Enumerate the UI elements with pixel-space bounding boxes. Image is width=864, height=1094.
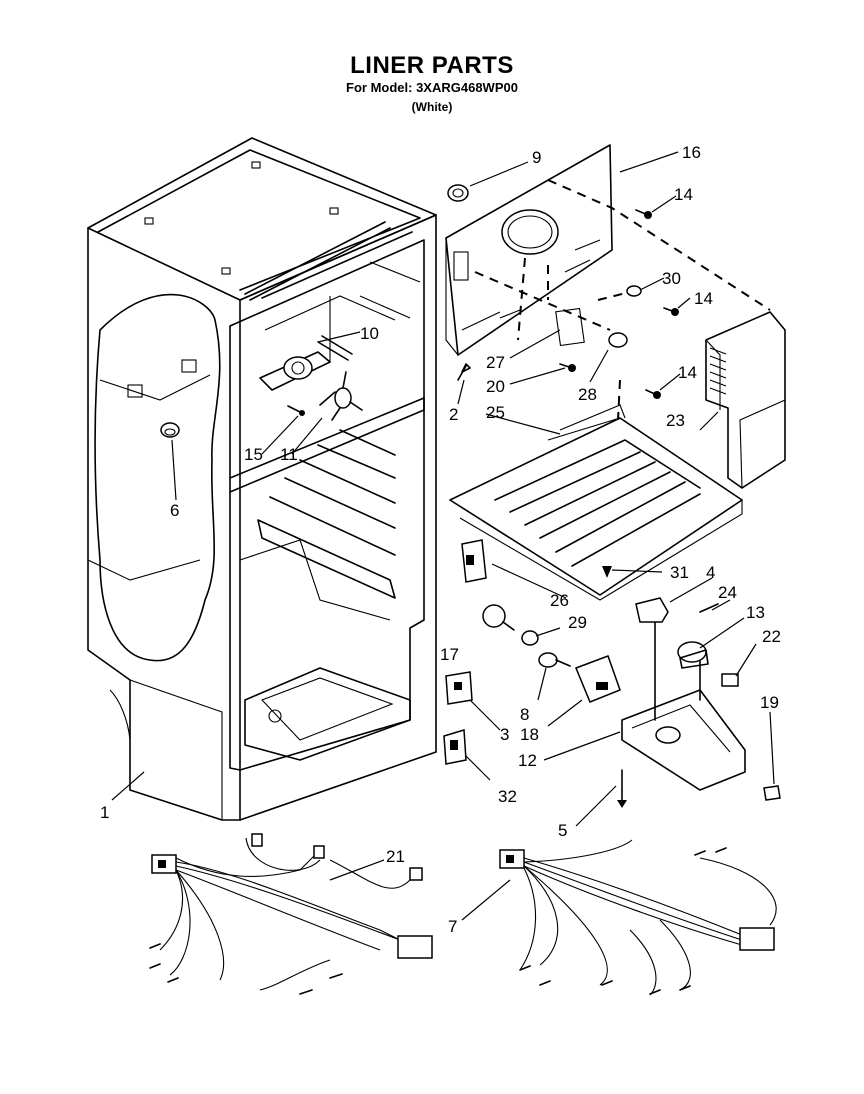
callout-24: 24 [718,583,737,602]
part-terminal-22 [721,673,739,687]
part-relay-3 [445,671,473,705]
part-thermostat-13 [677,641,709,669]
evaporator-shelf [449,404,743,601]
part-screw-5 [617,769,627,808]
part-screw-31 [602,566,612,578]
callout-25: 25 [486,403,505,422]
leader-lines [111,151,775,921]
liner-cabinet [87,137,437,821]
callout-18: 18 [520,725,539,744]
callout-22: 22 [762,627,781,646]
callout-1: 1 [100,803,109,822]
callout-20: 20 [486,377,505,396]
wire-harness-7 [499,839,777,996]
callout-10: 10 [360,324,379,343]
duct-cover [705,311,786,489]
part-grommet-9 [447,184,469,202]
vent-grille [709,347,727,395]
callout-32: 32 [498,787,517,806]
callout-14-b: 14 [694,289,713,308]
air-duct-panel [445,144,771,421]
callout-5: 5 [558,821,567,840]
fan-motor-assembly [259,335,363,421]
callout-7: 7 [448,917,457,936]
callout-14-a: 14 [674,185,693,204]
callout-14-c: 14 [678,363,697,382]
part-clip-24 [699,603,719,613]
diagram-title: LINER PARTS [350,52,514,79]
part-light-shield-18 [575,655,621,703]
callout-4: 4 [706,563,715,582]
part-damper-4 [635,597,669,623]
callout-28: 28 [578,385,597,404]
callout-27: 27 [486,353,505,372]
callout-17: 17 [440,645,459,664]
part-socket-8 [538,652,571,668]
callout-23: 23 [666,411,685,430]
callout-16: 16 [682,143,701,162]
callout-29: 29 [568,613,587,632]
part-knob-28 [608,332,628,348]
callout-12: 12 [518,751,537,770]
part-clip-19 [763,785,781,801]
part-plug-6 [160,422,180,438]
wire-harness-21 [149,833,433,995]
callout-8: 8 [520,705,529,724]
callout-21: 21 [386,847,405,866]
part-bulb-17 [482,604,515,631]
callout-30: 30 [662,269,681,288]
color-variant: (White) [411,100,453,114]
part-overload-32 [443,729,467,765]
callout-3: 3 [500,725,509,744]
part-socket-29 [521,630,539,646]
callout-15: 15 [244,445,263,464]
callout-26: 26 [550,591,569,610]
callout-19: 19 [760,693,779,712]
part-switch-26 [461,539,487,583]
callout-31: 31 [670,563,689,582]
callout-9: 9 [532,148,541,167]
callout-13: 13 [746,603,765,622]
callout-labels: 1 2 3 4 5 6 7 8 9 10 11 12 13 14 14 14 1… [100,143,781,936]
callout-11: 11 [280,445,298,464]
control-housing [621,619,746,791]
model-line: For Model: 3XARG468WP00 [346,80,518,95]
callout-6: 6 [170,501,179,520]
callout-2: 2 [449,405,458,424]
screws [457,209,679,399]
